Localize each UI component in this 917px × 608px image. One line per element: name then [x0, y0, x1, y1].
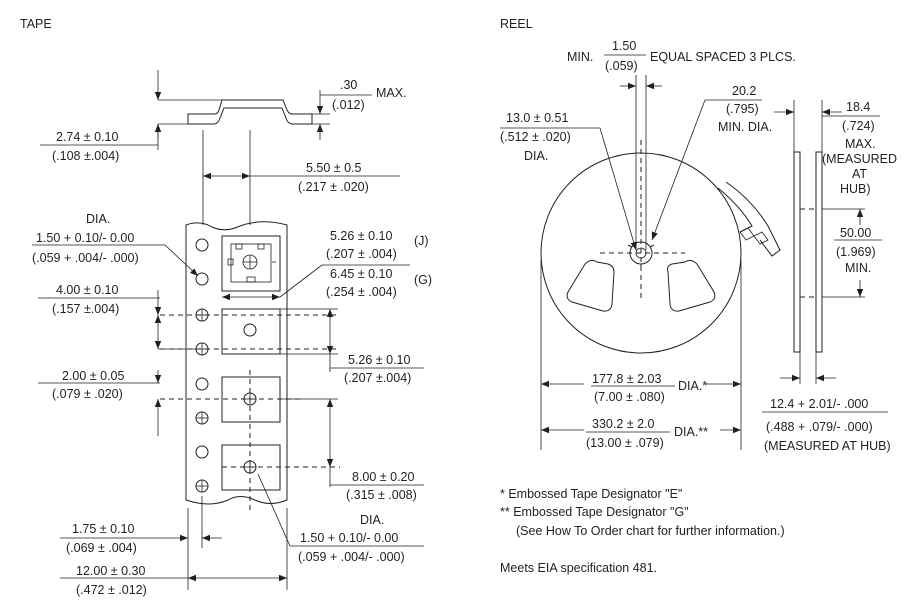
slot-in: (.059) [605, 59, 638, 73]
hub-dia-label: MIN. [845, 261, 871, 275]
pocket-width-g-tag: (G) [414, 273, 432, 287]
note-e: * Embossed Tape Designator "E" [500, 487, 682, 501]
sprocket-hole-crossed [195, 308, 209, 493]
dia-e-mm: 177.8 ± 2.03 [592, 372, 661, 386]
flange-line2: (MEASURED [822, 152, 897, 166]
pocket-width-g-in: (.254 ± .004) [326, 285, 397, 299]
slot-mm: 1.50 [612, 39, 636, 53]
arbor-label: DIA. [524, 149, 548, 163]
pocket-width-j-in: (.207 ± .004) [326, 247, 397, 261]
hole-dia-in: (.059 + .004/- .000) [32, 251, 139, 265]
reel-window [667, 259, 716, 312]
sprocket-hole [195, 238, 209, 252]
hub-dia-in: (1.969) [836, 245, 876, 259]
note-spec: Meets EIA specification 481. [500, 561, 657, 575]
drive-label: MIN. DIA. [718, 120, 772, 134]
reel-width-in: (.488 + .079/- .000) [766, 420, 873, 434]
tape-strip [185, 221, 288, 505]
hub-dia-mm: 50.00 [840, 226, 871, 240]
reel-side-flange [793, 151, 801, 353]
flange-mm: 18.4 [846, 100, 870, 114]
arbor-in: (.512 ± .020) [500, 130, 571, 144]
dia-e-label: DIA.* [678, 379, 707, 393]
pocket-with-part [221, 235, 281, 292]
reel-side-flange [815, 151, 823, 353]
tape-width-in: (.472 ± .012) [76, 583, 147, 597]
thickness-suffix: MAX. [376, 86, 407, 100]
arbor-mm: 13.0 ± 0.51 [506, 111, 569, 125]
pocket-pitch-mm: 8.00 ± 0.20 [352, 470, 415, 484]
flange-in: (.724) [842, 119, 875, 133]
flange-line3: AT [852, 167, 867, 181]
pocket [221, 308, 281, 355]
dia-g-in: (13.00 ± .079) [586, 436, 664, 450]
pocket-width-j-tag: (J) [414, 234, 429, 248]
reel-width-note: (MEASURED AT HUB) [764, 439, 891, 453]
pocket-hole-dia-label: DIA. [360, 513, 384, 527]
edge-hole-in: (.069 ± .004) [66, 541, 137, 555]
reel-heading: REEL [500, 17, 533, 31]
note-see: (See How To Order chart for further info… [516, 524, 785, 538]
reel-width-mm: 12.4 + 2.01/- .000 [770, 397, 868, 411]
dia-g-mm: 330.2 ± 2.0 [592, 417, 655, 431]
flange-line4: HUB) [840, 182, 871, 196]
pocket-offset-in: (.079 ± .020) [52, 387, 123, 401]
hole-dia-label: DIA. [86, 212, 110, 226]
sprocket-hole [195, 377, 209, 391]
note-g: ** Embossed Tape Designator "G" [500, 505, 689, 519]
dia-e-in: (7.00 ± .080) [594, 390, 665, 404]
height-mm: 2.74 ± 0.10 [56, 130, 119, 144]
pocket-length-in: (.207 ±.004) [344, 371, 411, 385]
tape-tail [717, 181, 781, 257]
pocket-hole-dia-in: (.059 + .004/- .000) [298, 550, 405, 564]
drive-mm: 20.2 [732, 84, 756, 98]
hole-dia-mm: 1.50 + 0.10/- 0.00 [36, 231, 134, 245]
dia-g-label: DIA.** [674, 425, 708, 439]
flange-line1: MAX. [845, 137, 876, 151]
sprocket-hole [195, 272, 209, 286]
sprocket-pitch-in: (.157 ±.004) [52, 302, 119, 316]
slot-suffix: EQUAL SPACED 3 PLCS. [650, 50, 796, 64]
pocket-hole-dia-mm: 1.50 + 0.10/- 0.00 [300, 531, 398, 545]
tape-heading: TAPE [20, 17, 52, 31]
pocket-width-j-mm: 5.26 ± 0.10 [330, 229, 393, 243]
pocket-pitch-in: (.315 ± .008) [346, 488, 417, 502]
sprocket-hole [195, 445, 209, 459]
height-in: (.108 ±.004) [52, 149, 119, 163]
pocket-offset-mm: 2.00 ± 0.05 [62, 369, 125, 383]
thickness-mm: .30 [340, 78, 357, 92]
thickness-in: (.012) [332, 98, 365, 112]
hole-center-mm: 5.50 ± 0.5 [306, 161, 362, 175]
pocket-width-g-mm: 6.45 ± 0.10 [330, 267, 393, 281]
hole-center-in: (.217 ± .020) [298, 180, 369, 194]
tape-profile [187, 99, 313, 125]
edge-hole-mm: 1.75 ± 0.10 [72, 522, 135, 536]
slot-prefix: MIN. [567, 50, 593, 64]
sprocket-pitch-mm: 4.00 ± 0.10 [56, 283, 119, 297]
pocket-length-mm: 5.26 ± 0.10 [348, 353, 411, 367]
tape-width-mm: 12.00 ± 0.30 [76, 564, 145, 578]
reel-window [566, 259, 615, 312]
drive-in: (.795) [726, 102, 759, 116]
